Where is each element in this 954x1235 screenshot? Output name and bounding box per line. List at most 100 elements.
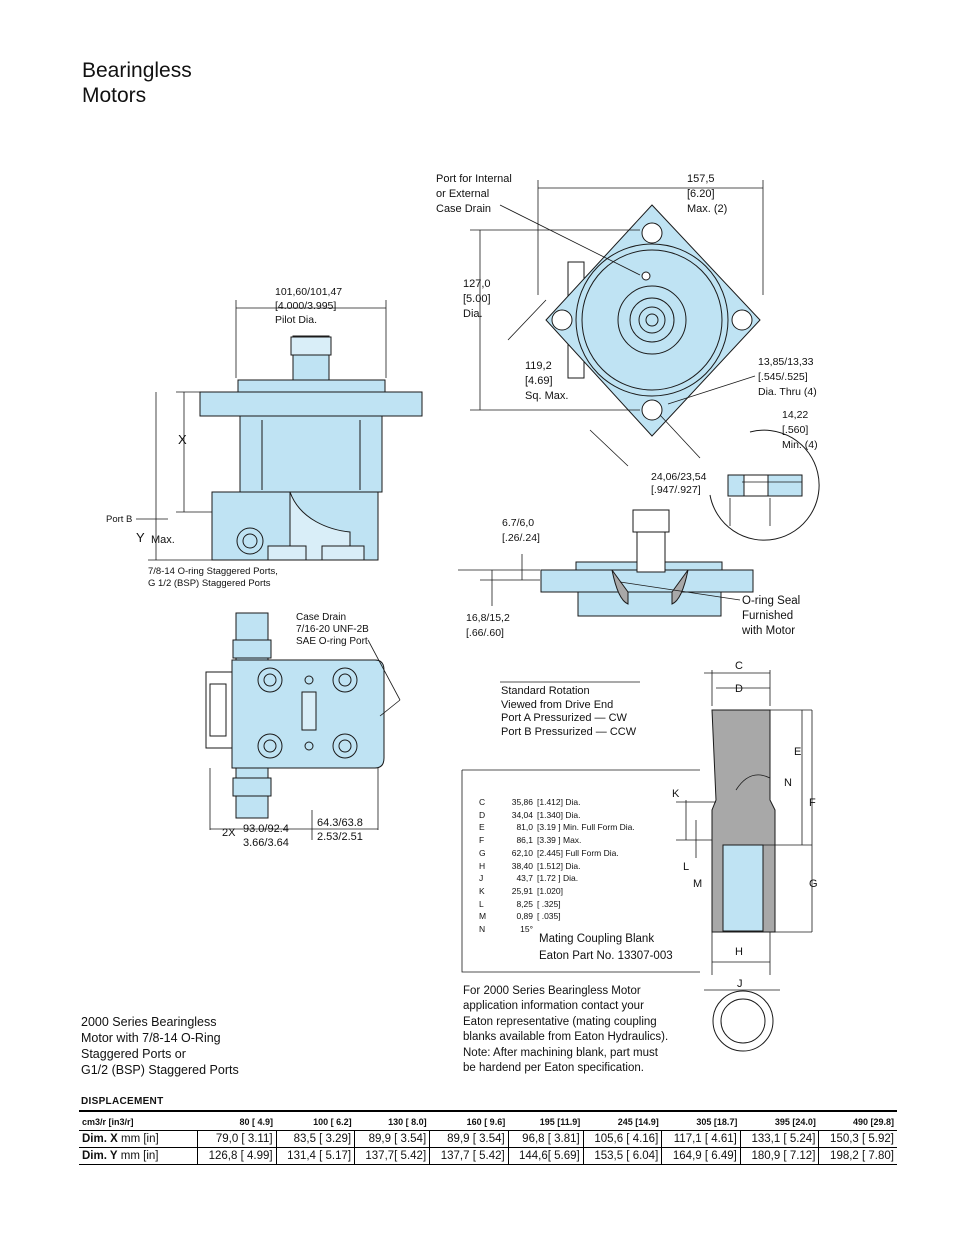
coupling-letter-k: K (672, 788, 680, 800)
spec-value: 43,7 (516, 873, 533, 884)
spec-value: 15° (520, 924, 533, 935)
table-cell: 150,3 [ 5.92] (818, 1130, 897, 1148)
spec-key: D (479, 809, 486, 820)
header-cell: 195 [11.9] (508, 1110, 584, 1131)
spec-value: 35,86 (511, 797, 533, 807)
spec-key: L (479, 898, 484, 909)
dim-1270-label: 127,0 [5.00] Dia. (463, 278, 491, 320)
coupling-letter-f: F (809, 797, 816, 809)
row-label-bold: Dim. Y (82, 1150, 118, 1162)
spec-value: 86,1 (516, 835, 533, 846)
spec-row: E 81,0 [3.19 ] Min. Full Form Dia. (479, 821, 635, 834)
case-drain-label: Case Drain 7/16-20 UNF-2B SAE O-ring Por… (296, 612, 369, 647)
spec-inch: [ .325] (537, 898, 561, 909)
displacement-table: cm3/r [in3/r] 80 [ 4.9] 100 [ 6.2] 130 [… (79, 1110, 897, 1165)
dim-2406-label: 24,06/23,54 [.947/.927] (651, 471, 707, 496)
page-title: Bearingless Motors (82, 59, 192, 107)
coupling-letter-j: J (737, 978, 743, 990)
table-header-row: cm3/r [in3/r] 80 [ 4.9] 100 [ 6.2] 130 [… (79, 1110, 897, 1131)
dim-930-label: 93.0/92.4 3.66/3.64 (243, 823, 289, 849)
coupling-blank (711, 709, 776, 1052)
spec-inch: [3.19 ] Min. Full Form Dia. (537, 822, 635, 833)
row-label-dim-x: Dim. X mm [in] (79, 1130, 198, 1148)
dim-670-label: 6.7/6,0 [.26/.24] (502, 517, 540, 544)
spec-inch: [3.39 ] Max. (537, 835, 582, 846)
table-cell: 96,8 [ 3.81] (507, 1130, 584, 1148)
table-cell: 133,1 [ 5.24] (739, 1130, 819, 1148)
table-cell: 180,9 [ 7.12] (739, 1147, 819, 1165)
spec-row: D 34,04 [1.340] Dia. (479, 809, 635, 822)
hole-detail (709, 429, 820, 541)
table-cell: 153,5 [ 6.04] (582, 1147, 662, 1165)
table-cell: 198,2 [ 7.80] (818, 1147, 897, 1165)
spec-inch: [1.72 ] Dia. (537, 873, 579, 884)
spec-inch: [ .035] (537, 911, 561, 922)
spec-key: N (479, 924, 486, 935)
y-max-label: Max. (151, 534, 175, 546)
coupling-letter-c: C (735, 660, 743, 672)
table-cell: 126,8 [ 4.99] (197, 1147, 277, 1165)
header-cell: 80 [ 4.9] (197, 1110, 277, 1131)
spec-value: 25,91 (511, 885, 533, 896)
spec-inch: [1.412] Dia. (537, 797, 581, 807)
coupling-letter-l: L (683, 861, 690, 873)
spec-inch: [1.340] Dia. (537, 809, 581, 820)
spec-value: 81,0 (516, 822, 533, 833)
table-cell: 89,9 [ 3.54] (429, 1130, 509, 1148)
displacement-title: DISPLACEMENT (81, 1096, 164, 1107)
table-cell: 83,5 [ 3.29] (275, 1130, 355, 1148)
table-cell: 105,6 [ 4.16] (582, 1130, 662, 1148)
spec-value: 0,89 (516, 911, 533, 922)
spec-inch: [1.020] (537, 885, 563, 896)
spec-key: F (479, 835, 485, 846)
twox-label: 2X (222, 827, 236, 839)
spec-value: 34,04 (511, 809, 533, 820)
spec-key: K (479, 885, 485, 896)
dim-1192-label: 119,2 [4.69] Sq. Max. (525, 360, 569, 402)
coupling-letter-g: G (809, 878, 818, 890)
pilot-dia-label: 101,60/101,47 [4.000/3.995] Pilot Dia. (275, 286, 343, 326)
spec-key: J (479, 873, 484, 884)
row-label-unit: mm [in] (117, 1150, 159, 1162)
oring-seal-label: O-ring Seal Furnished with Motor (742, 595, 801, 637)
coupling-letter-h: H (735, 946, 743, 958)
dimension-lines (136, 180, 813, 991)
spec-key: M (479, 911, 487, 922)
coupling-letter-m: M (693, 878, 703, 890)
dim-1385-label: 13,85/13,33 [.545/.525] Dia. Thru (4) (758, 356, 817, 398)
spec-row: J 43,7 [1.72 ] Dia. (479, 872, 635, 885)
coupling-letter-d: D (735, 683, 743, 695)
coupling-letter-n: N (784, 777, 792, 789)
coupling-letter-e: E (794, 746, 802, 758)
table-cell: 89,9 [ 3.54] (354, 1130, 430, 1148)
spec-inch (533, 923, 537, 936)
staggered-ports-label: 7/8-14 O-ring Staggered Ports, G 1/2 (BS… (148, 566, 278, 589)
spec-inch: [2.445] Full Form Dia. (537, 847, 619, 858)
dim-y-label: Y (136, 530, 145, 545)
header-cell: 490 [29.8] (818, 1110, 897, 1131)
dim-1575-label: 157,5 [6.20] Max. (2) (687, 173, 728, 215)
spec-value: 62,10 (511, 847, 533, 858)
table-cell: 137,7[ 5.42] (354, 1147, 430, 1165)
header-cell: cm3/r [in3/r] (79, 1110, 198, 1131)
dim-1422-label: 14,22 [.560] Min. (4) (782, 409, 818, 451)
header-cell: 130 [ 8.0] (354, 1110, 430, 1131)
dim-x-label: X (178, 432, 187, 447)
dim-643-label: 64.3/63.8 2.53/2.51 (317, 817, 363, 843)
spec-row: N 15° (479, 923, 635, 936)
spec-inch: [1.512] Dia. (537, 860, 581, 871)
spec-key: E (479, 822, 485, 833)
header-cell: 160 [ 9.6] (429, 1110, 509, 1131)
spec-row: F 86,1 [3.39 ] Max. (479, 834, 635, 847)
header-cell: 305 [18.7] (661, 1110, 741, 1131)
mating-coupling-label: Mating Coupling Blank Eaton Part No. 133… (539, 933, 673, 962)
side-view-motor (199, 335, 423, 561)
header-cell: 245 [14.9] (583, 1110, 662, 1131)
table-cell: 144,6[ 5.69] (507, 1147, 584, 1165)
